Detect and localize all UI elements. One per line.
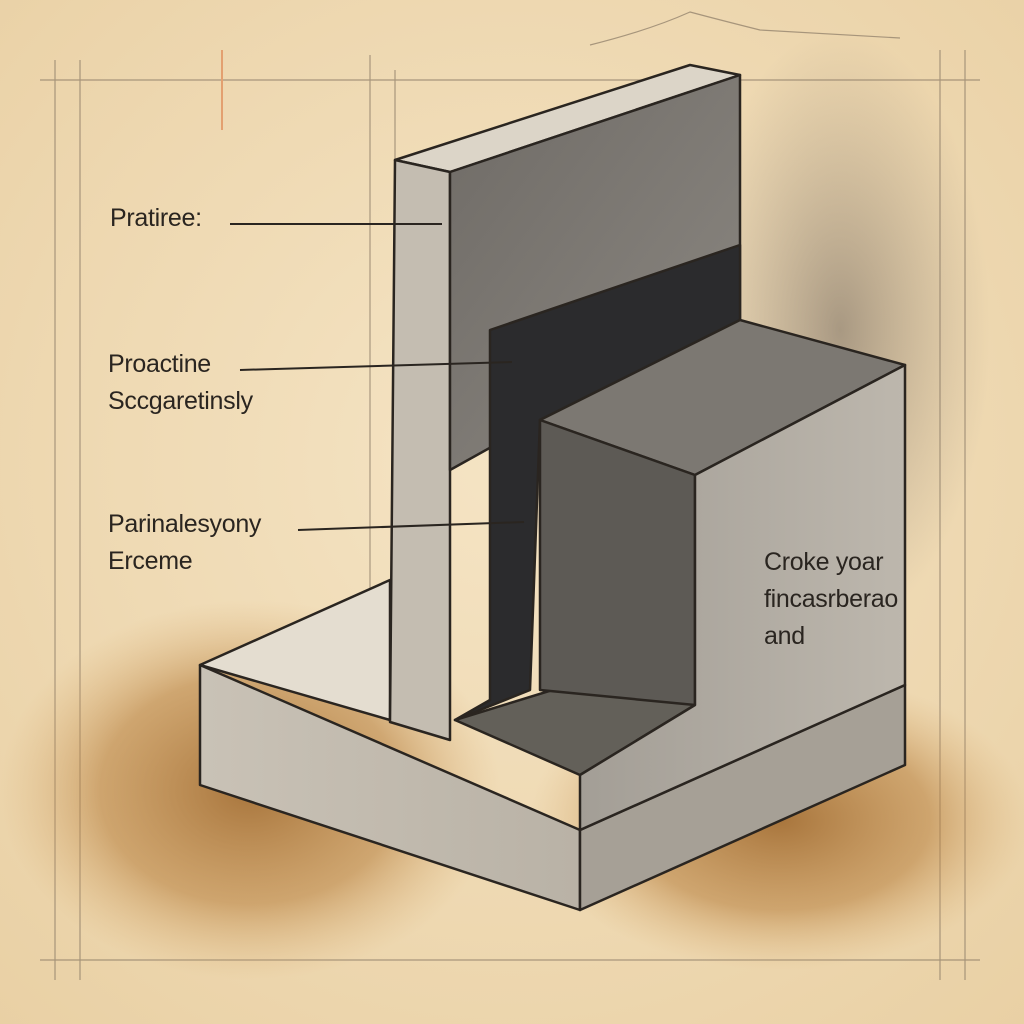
label-lower-line-1: Parinalesyony: [108, 510, 262, 538]
step-right: [578, 363, 907, 832]
foundation-sketch: [198, 63, 907, 912]
label-right: Croke yoar fincasrberao and: [764, 544, 898, 655]
label-top-line-1: Pratiree:: [110, 204, 202, 232]
membrane: [453, 243, 742, 722]
label-right-line-3: and: [764, 622, 805, 650]
label-top: Pratiree:: [110, 200, 202, 237]
label-middle-line-2: Sccgaretinsly: [108, 387, 253, 415]
wall-left-face: [388, 158, 452, 742]
label-right-line-2: fincasrberao: [764, 585, 898, 613]
label-middle: Proactine Sccgaretinsly: [108, 346, 253, 420]
leader-lines: [230, 223, 525, 531]
label-lower: Parinalesyony Erceme: [108, 506, 261, 580]
label-middle-line-1: Proactine: [108, 350, 211, 378]
label-right-line-1: Croke yoar: [764, 548, 884, 576]
label-lower-line-2: Erceme: [108, 547, 193, 575]
leader-middle: [239, 361, 513, 371]
leader-lower: [297, 521, 525, 531]
